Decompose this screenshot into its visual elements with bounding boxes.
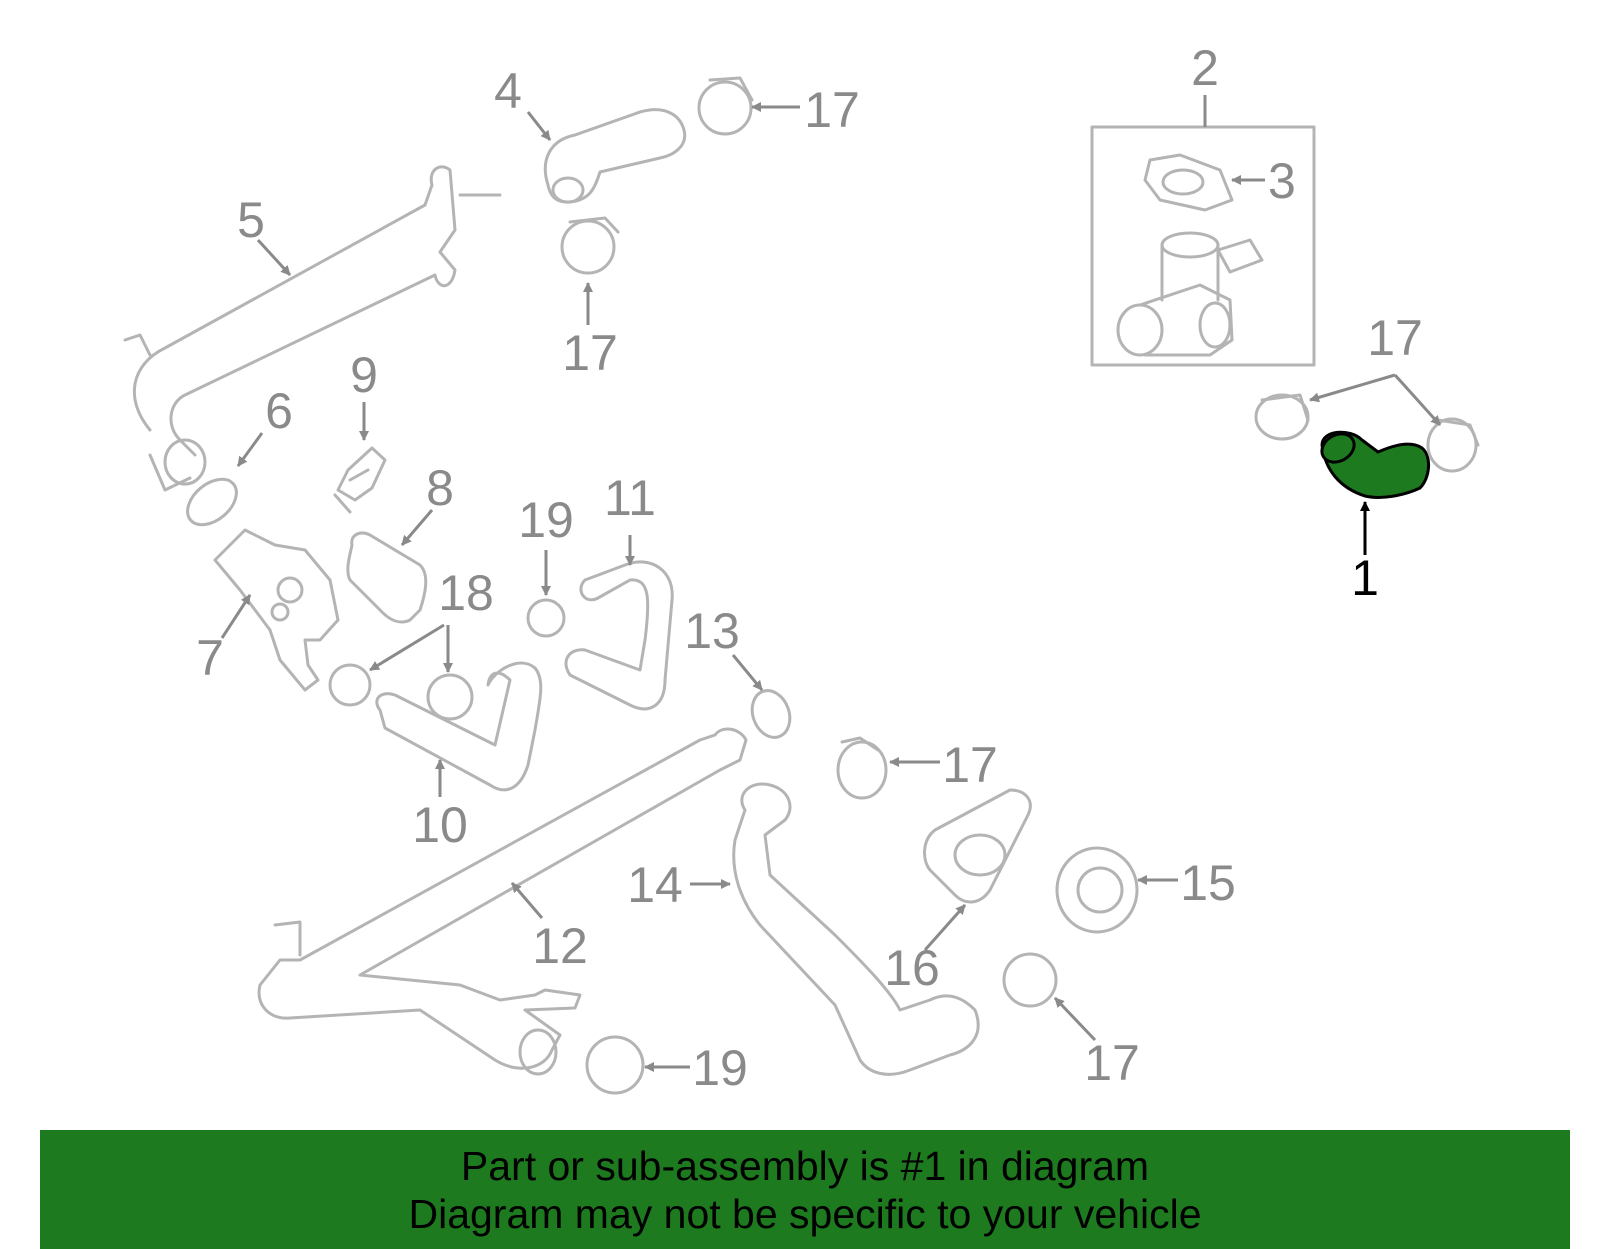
callout-13: 13 <box>684 603 740 659</box>
callout-17-middle: 17 <box>942 737 998 793</box>
clamp-17-lower <box>1002 952 1058 1008</box>
clamp-19-lower <box>585 1035 645 1095</box>
part-1-hose-highlighted <box>1320 430 1430 499</box>
part-9-sensor <box>333 446 387 514</box>
part-7-housing <box>213 528 340 692</box>
part-16-flange <box>923 788 1032 904</box>
callout-14: 14 <box>627 857 683 913</box>
callout-1: 1 <box>1351 550 1379 606</box>
callout-17-right: 17 <box>1367 310 1423 366</box>
callout-7: 7 <box>196 630 224 686</box>
callout-9: 9 <box>350 347 378 403</box>
part-5-pipe <box>123 165 502 492</box>
callout-8: 8 <box>426 460 454 516</box>
callout-18: 18 <box>438 565 494 621</box>
callout-6: 6 <box>265 383 293 439</box>
part-4-hose <box>543 108 687 204</box>
clamp-17-right-pair <box>1254 393 1480 473</box>
callout-15: 15 <box>1180 855 1236 911</box>
banner-line-1: Part or sub-assembly is #1 in diagram <box>460 1142 1150 1189</box>
callout-17-upper: 17 <box>562 325 618 381</box>
part-6-o-ring <box>186 477 238 527</box>
callout-3: 3 <box>1268 153 1296 209</box>
banner-line-2: Diagram may not be specific to your vehi… <box>408 1190 1202 1237</box>
part-11-hose <box>564 560 674 711</box>
callout-10: 10 <box>412 797 468 853</box>
clamp-19-upper <box>526 598 566 638</box>
leader-lines <box>220 102 1442 1072</box>
callout-12: 12 <box>532 918 588 974</box>
callout-17-lower: 17 <box>1084 1035 1140 1091</box>
parts-diagram: 1 2 3 4 5 6 7 8 9 10 11 12 13 14 15 16 1… <box>123 40 1480 1096</box>
part-8-gasket <box>346 531 428 624</box>
part-10-hose <box>375 661 543 792</box>
callout-19-upper: 19 <box>518 492 574 548</box>
part-2-assembly-box <box>1090 95 1316 367</box>
callout-16: 16 <box>884 940 940 996</box>
callout-17-top: 17 <box>804 82 860 138</box>
part-14-hose <box>732 782 980 1076</box>
part-12-pipe <box>257 727 748 1076</box>
callout-11: 11 <box>604 470 656 526</box>
callout-5: 5 <box>237 192 265 248</box>
clamp-17-middle <box>836 736 888 800</box>
clamp-18-pair <box>328 663 474 721</box>
clamp-17-top <box>560 76 754 275</box>
part-13-o-ring <box>750 689 792 739</box>
part-15-thermostat <box>1055 846 1139 934</box>
info-banner: Part or sub-assembly is #1 in diagram Di… <box>40 1130 1570 1249</box>
callout-2: 2 <box>1191 40 1219 96</box>
callout-labels: 1 2 3 4 5 6 7 8 9 10 11 12 13 14 15 16 1… <box>196 40 1423 1096</box>
callout-4: 4 <box>494 63 522 119</box>
callout-19-lower: 19 <box>692 1040 748 1096</box>
